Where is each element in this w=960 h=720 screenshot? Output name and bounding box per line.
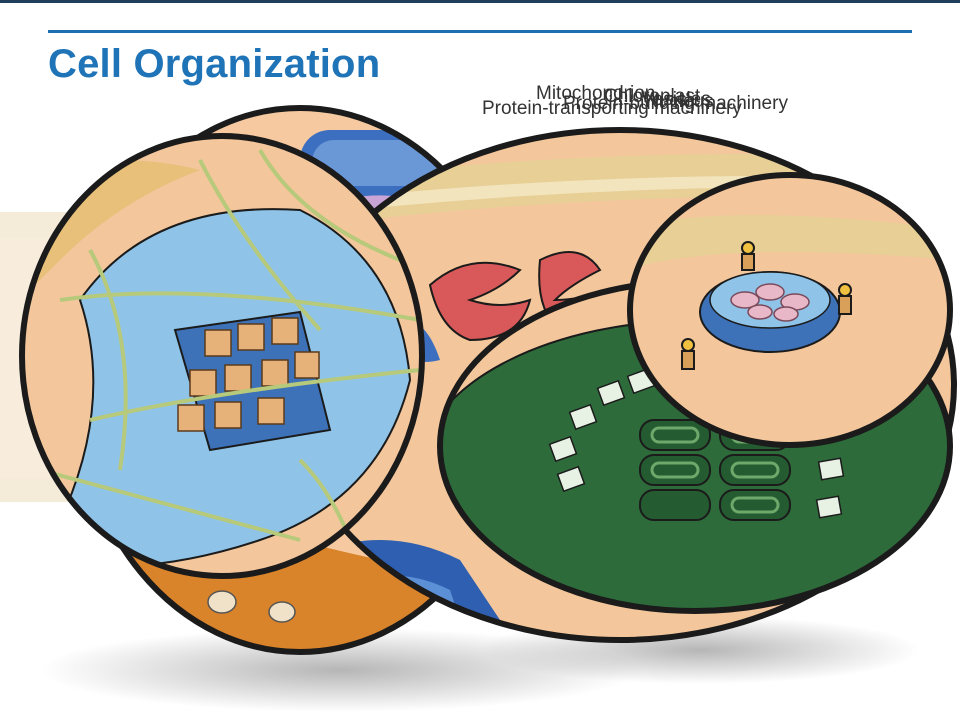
top-rule: [0, 0, 960, 3]
label-vesicles: Vesicles: [641, 89, 711, 110]
label-protein-building-machinery: Protein-building machinery: [563, 93, 788, 114]
label-mitochondrion: Mitochondrion: [536, 83, 656, 104]
label-protein-transporting-machinery: Protein-transporting machinery: [482, 98, 742, 119]
label-nucleus: Nucleus: [645, 91, 714, 112]
chromatin-block: [177, 317, 320, 432]
crista: [730, 283, 810, 322]
mitochondrion-closeup-bubble: [630, 175, 950, 445]
thylakoid-tile: [548, 367, 845, 519]
label-chloroplast: Chloroplast: [604, 86, 701, 107]
page-title: Cell Organization: [48, 42, 381, 86]
nucleus-bubble: [22, 136, 422, 576]
title-rule: [48, 30, 912, 33]
nucleus-bubble-outline: [19, 133, 425, 579]
worker-figure: [681, 241, 852, 370]
mitochondrion-closeup-outline: [627, 172, 953, 448]
